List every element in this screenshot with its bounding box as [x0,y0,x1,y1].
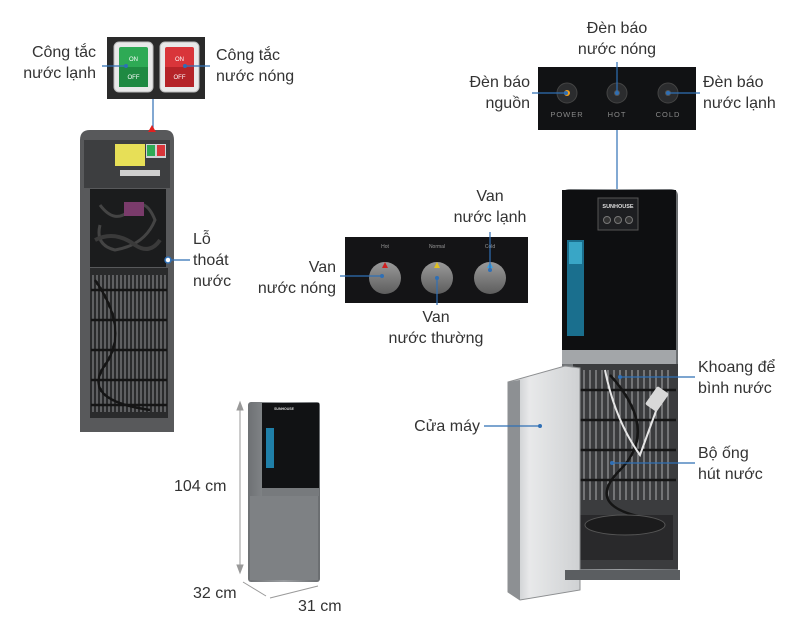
dimension-lines [236,400,319,599]
hot-switch-off-text: OFF [174,75,186,81]
small-brand-text: SUNHOUSE [274,407,295,411]
label-machine-door: Cửa máy [414,418,480,435]
dimension-width: 31 cm [298,598,342,615]
cold-panel-text: COLD [656,110,681,119]
valve-normal-text: Normal [429,244,445,250]
machine-front-view: SUNHOUSE [507,189,680,601]
dimension-height: 104 cm [174,478,227,495]
dimension-depth: 32 cm [193,585,237,602]
brand-logo-text: SUNHOUSE [602,204,634,210]
valve-hot-text: Hot [381,244,389,250]
power-switch-panel: ON OFF ON OFF [107,37,205,99]
cold-switch-off-text: OFF [128,75,140,81]
machine-back-view [80,125,174,432]
hot-valve-knob[interactable] [369,262,401,294]
machine-dimension-view: SUNHOUSE [248,402,320,582]
power-panel-text: POWER [550,110,583,119]
cold-switch-on-text: ON [129,57,138,63]
hot-switch-on-text: ON [175,57,184,63]
cold-valve-knob[interactable] [474,262,506,294]
hot-panel-text: HOT [608,110,627,119]
